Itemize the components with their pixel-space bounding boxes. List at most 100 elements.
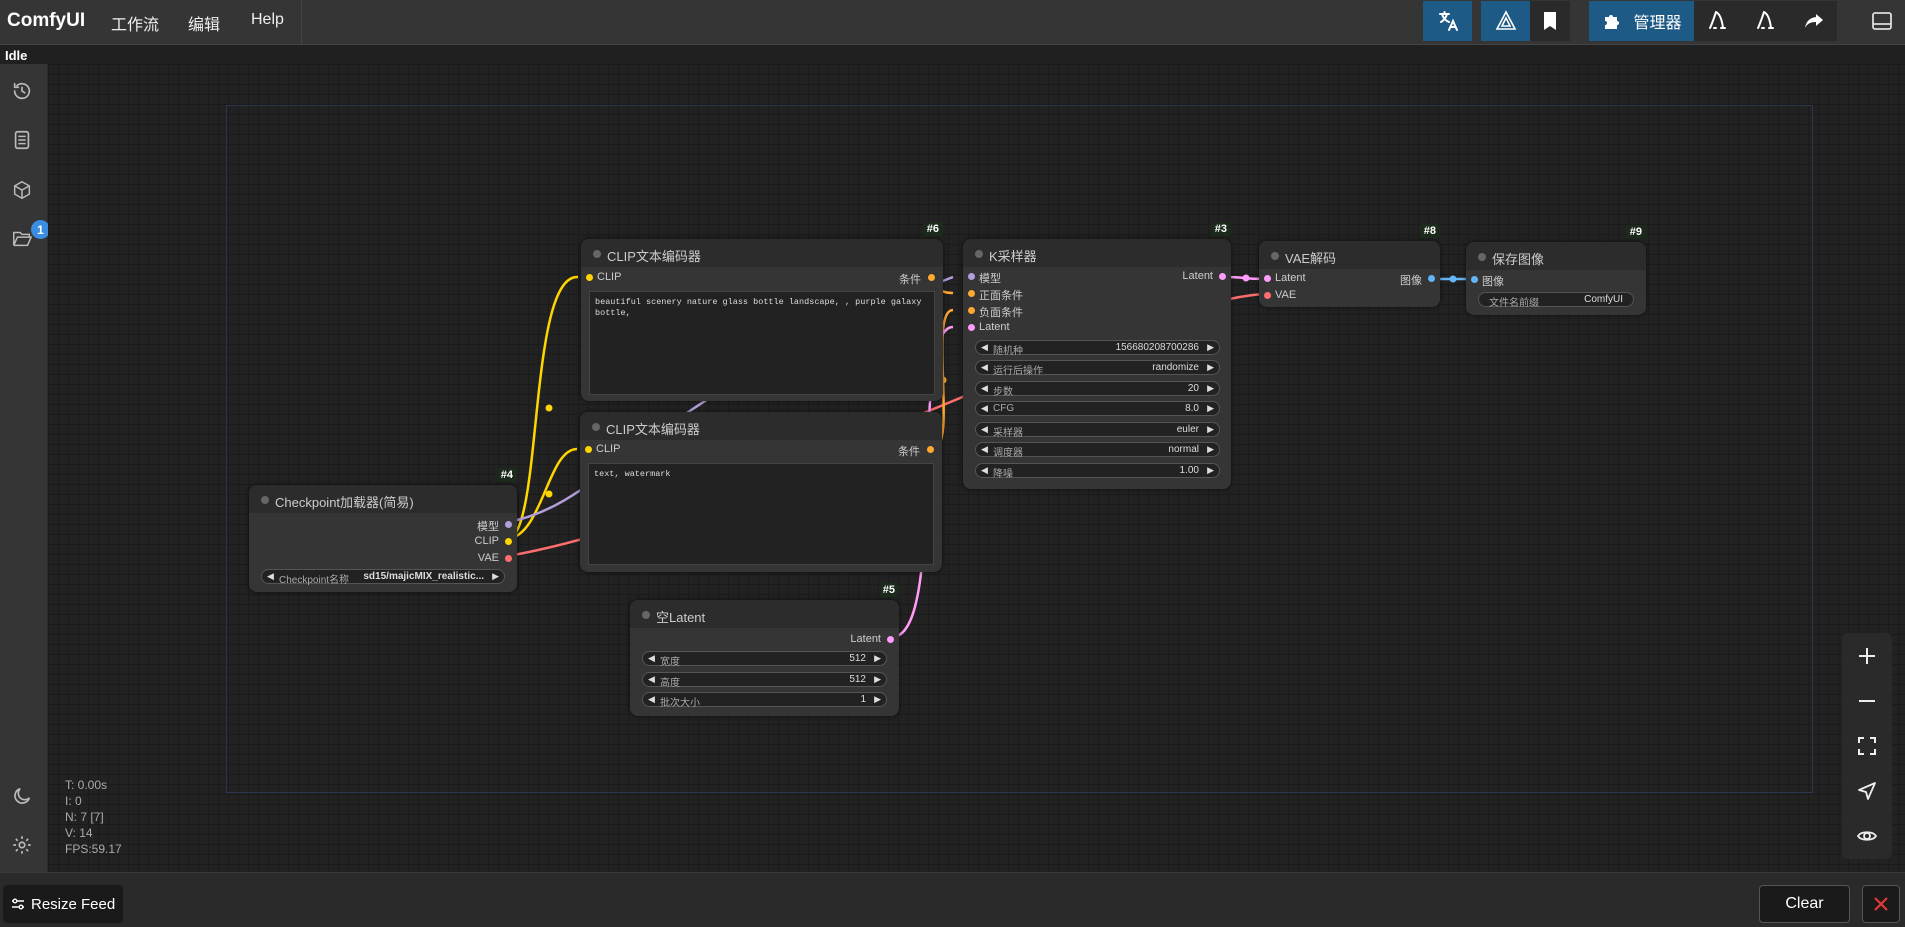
node-checkpoint-loader[interactable]: #4 Checkpoint加载器(简易) 模型 CLIP VAE ◀Checkp…: [249, 468, 517, 592]
settings-button[interactable]: [8, 831, 36, 859]
node-vae-decode[interactable]: #8 VAE解码 Latent VAE 图像: [1259, 224, 1440, 307]
theme-toggle-button[interactable]: [8, 782, 36, 810]
decrement-arrow-icon[interactable]: ◀: [648, 674, 655, 684]
increment-arrow-icon[interactable]: ▶: [874, 653, 881, 663]
increment-arrow-icon[interactable]: ▶: [1207, 465, 1214, 475]
translate-button[interactable]: [1423, 1, 1472, 41]
node-title-bar[interactable]: 保存图像: [1466, 242, 1646, 270]
input-image-slot[interactable]: [1471, 276, 1478, 283]
menu-workflow[interactable]: 工作流: [111, 17, 160, 34]
decrement-arrow-icon[interactable]: ◀: [981, 444, 988, 454]
node-clip-text-negative[interactable]: CLIP文本编码器 CLIP 条件 text, watermark: [580, 412, 942, 572]
input-latent-slot[interactable]: [968, 324, 975, 331]
decrement-arrow-icon[interactable]: ◀: [648, 653, 655, 663]
graph-canvas[interactable]: #6 CLIP文本编码器 CLIP 条件 beautiful scenery n…: [48, 64, 1905, 872]
node-title-bar[interactable]: VAE解码: [1259, 241, 1440, 269]
increment-arrow-icon[interactable]: ▶: [492, 571, 499, 581]
decrement-arrow-icon[interactable]: ◀: [981, 342, 988, 352]
decrement-arrow-icon[interactable]: ◀: [981, 424, 988, 434]
decrement-arrow-icon[interactable]: ◀: [981, 403, 988, 413]
node-clip-text-positive[interactable]: #6 CLIP文本编码器 CLIP 条件 beautiful scenery n…: [581, 222, 943, 401]
collapse-dot[interactable]: [593, 250, 601, 258]
output-cond-slot[interactable]: [927, 446, 934, 453]
collapse-dot[interactable]: [975, 250, 983, 258]
share-button[interactable]: [1790, 1, 1837, 41]
node-library-button[interactable]: [8, 126, 36, 154]
node-title-bar[interactable]: Checkpoint加载器(简易): [249, 485, 517, 513]
decrement-arrow-icon[interactable]: ◀: [648, 694, 655, 704]
increment-arrow-icon[interactable]: ▶: [1207, 424, 1214, 434]
unload-models-button[interactable]: [1694, 1, 1742, 41]
collapse-dot[interactable]: [261, 496, 269, 504]
increment-arrow-icon[interactable]: ▶: [1207, 362, 1214, 372]
manager-button[interactable]: 管理器: [1589, 1, 1694, 41]
fit-view-button[interactable]: [1854, 733, 1880, 759]
toggle-panel-button[interactable]: [1868, 1, 1896, 41]
input-latent-slot[interactable]: [1264, 275, 1271, 282]
node-title-bar[interactable]: 空Latent: [630, 600, 899, 628]
output-latent-slot[interactable]: [1219, 273, 1226, 280]
model-library-sidebar-button[interactable]: [8, 176, 36, 204]
increment-arrow-icon[interactable]: ▶: [1207, 403, 1214, 413]
input-positive-slot[interactable]: [968, 290, 975, 297]
collapse-dot[interactable]: [592, 423, 600, 431]
increment-arrow-icon[interactable]: ▶: [874, 694, 881, 704]
toggle-links-button[interactable]: [1854, 823, 1880, 849]
output-image-slot[interactable]: [1428, 275, 1435, 282]
clear-button[interactable]: Clear: [1759, 885, 1850, 923]
close-feed-button[interactable]: [1862, 885, 1900, 923]
prompt-textarea[interactable]: beautiful scenery nature glass bottle la…: [589, 291, 935, 395]
increment-arrow-icon[interactable]: ▶: [1207, 342, 1214, 352]
output-vae-slot[interactable]: [505, 555, 512, 562]
menu-help[interactable]: Help: [251, 11, 284, 28]
collapse-dot[interactable]: [1271, 252, 1279, 260]
bookmark-button[interactable]: [1530, 1, 1570, 41]
input-clip-slot[interactable]: [586, 274, 593, 281]
node-title-bar[interactable]: CLIP文本编码器: [580, 412, 942, 440]
input-negative-slot[interactable]: [968, 307, 975, 314]
decrement-arrow-icon[interactable]: ◀: [981, 383, 988, 393]
app-brand[interactable]: ComfyUI: [7, 10, 86, 31]
node-title-bar[interactable]: K采样器: [963, 239, 1231, 267]
input-clip-slot[interactable]: [585, 446, 592, 453]
decrement-arrow-icon[interactable]: ◀: [267, 571, 274, 581]
output-cond-slot[interactable]: [928, 274, 935, 281]
increment-arrow-icon[interactable]: ▶: [1207, 444, 1214, 454]
increment-arrow-icon[interactable]: ▶: [1207, 383, 1214, 393]
node-title-bar[interactable]: CLIP文本编码器: [581, 239, 943, 267]
zoom-in-button[interactable]: [1854, 643, 1880, 669]
queue-button[interactable]: 1: [8, 220, 50, 252]
output-model-slot[interactable]: [505, 521, 512, 528]
zoom-out-button[interactable]: [1854, 688, 1880, 714]
select-mode-button[interactable]: [1854, 778, 1880, 804]
output-clip-slot[interactable]: [505, 538, 512, 545]
collapse-dot[interactable]: [642, 611, 650, 619]
increment-arrow-icon[interactable]: ▶: [874, 674, 881, 684]
free-memory-button[interactable]: [1742, 1, 1790, 41]
prompt-textarea[interactable]: text, watermark: [588, 463, 934, 565]
input-vae-slot[interactable]: [1264, 292, 1271, 299]
menu-edit[interactable]: 编辑: [188, 17, 221, 34]
decrement-arrow-icon[interactable]: ◀: [981, 465, 988, 475]
resize-feed-button[interactable]: Resize Feed: [3, 885, 124, 923]
output-latent-slot[interactable]: [887, 636, 894, 643]
decrement-arrow-icon[interactable]: ◀: [981, 362, 988, 372]
history-button[interactable]: [8, 77, 36, 105]
model-library-button[interactable]: [1481, 1, 1530, 41]
input-model-slot[interactable]: [968, 273, 975, 280]
